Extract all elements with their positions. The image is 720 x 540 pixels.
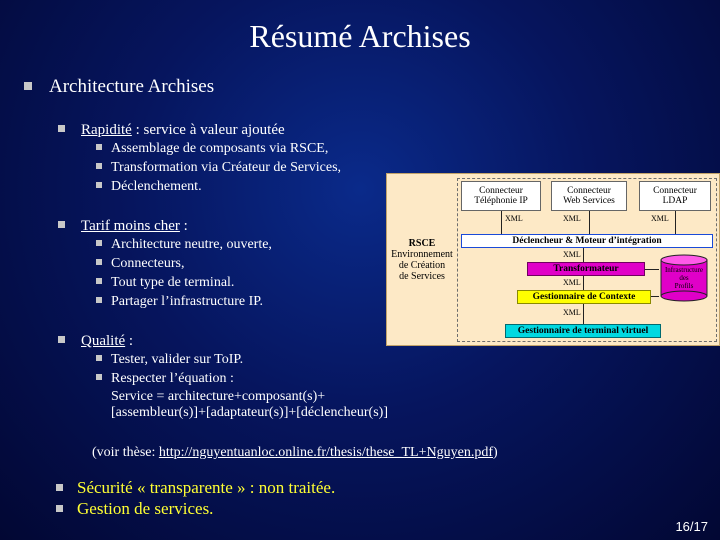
list-item-text: Déclenchement. (111, 179, 202, 194)
list-item: Tester, valider sur ToIP. (96, 352, 243, 368)
terminal-virtuel-box: Gestionnaire de terminal virtuel (505, 324, 661, 338)
bullet-icon (58, 125, 65, 132)
declencheur-box: Déclencheur & Moteur d’intégration (461, 234, 713, 248)
bullet-icon (56, 484, 63, 491)
xml-label: XML (563, 250, 581, 259)
connector-line: Téléphonie IP (474, 196, 528, 206)
connector-telephonie-ip: Connecteur Téléphonie IP (461, 181, 541, 211)
these-suffix: ) (492, 445, 498, 460)
bullet-icon (56, 505, 63, 512)
bottom-item-text: Gestion de services. (77, 499, 214, 518)
architecture-diagram: RSCE Environnement de Création de Servic… (386, 173, 720, 346)
connector-line: Connecteur (567, 186, 611, 196)
db-link (645, 269, 659, 270)
qualite-label: Qualité (81, 333, 126, 349)
list-item: Architecture neutre, ouverte, (96, 237, 272, 253)
list-item: Respecter l’équation : (96, 371, 234, 387)
tarif-heading: Tarif moins cher : (58, 218, 188, 235)
equation-line-2: [assembleur(s)]+[adaptateur(s)]+[déclenc… (111, 405, 388, 420)
equation-line-1: Service = architecture+composant(s)+ (111, 389, 326, 404)
list-item-text: Architecture neutre, ouverte, (111, 237, 272, 252)
rsce-line: de Création (398, 260, 446, 271)
connector-line: Connecteur (653, 186, 697, 196)
bullet-icon (96, 278, 102, 284)
connector-link (583, 304, 584, 324)
rapidite-rest: : service à valeur ajoutée (131, 122, 285, 138)
section-heading: Architecture Archises (24, 76, 214, 98)
rapidite-heading: Rapidité : service à valeur ajoutée (58, 122, 285, 139)
connector-link (675, 211, 676, 234)
xml-label: XML (563, 308, 581, 317)
transformateur-box: Transformateur (527, 262, 645, 276)
connector-line: Web Services (563, 196, 615, 206)
section-heading-text: Architecture Archises (49, 76, 215, 97)
list-item-text: Partager l’infrastructure IP. (111, 294, 263, 309)
tarif-rest: : (179, 218, 188, 234)
bottom-item-text: Sécurité « transparente » : non traitée. (77, 478, 336, 497)
connector-line: Connecteur (479, 186, 523, 196)
list-item-text: Respecter l’équation : (111, 371, 234, 386)
bullet-icon (96, 259, 102, 265)
rsce-line: Environnement (391, 249, 453, 260)
connector-ldap: Connecteur LDAP (639, 181, 711, 211)
list-item: Partager l’infrastructure IP. (96, 294, 263, 310)
rapidite-label: Rapidité (81, 122, 132, 138)
connector-link (583, 276, 584, 290)
bullet-icon (96, 374, 102, 380)
diagram-frame (457, 178, 717, 342)
xml-label: XML (651, 214, 669, 223)
bullet-icon (58, 221, 65, 228)
tarif-label: Tarif moins cher (81, 218, 180, 234)
database-icon: Infrastructure des Profils (659, 254, 709, 302)
bullet-icon (96, 163, 102, 169)
bullet-icon (96, 144, 102, 150)
list-item: Assemblage de composants via RSCE, (96, 141, 328, 157)
these-prefix: (voir thèse: (92, 445, 159, 460)
database-label: Profils (674, 282, 694, 290)
bullet-icon (58, 336, 65, 343)
connector-link (589, 211, 590, 234)
list-item: Tout type de terminal. (96, 275, 234, 291)
connector-link (501, 211, 502, 234)
connector-link (583, 248, 584, 262)
connector-line: LDAP (662, 196, 688, 206)
qualite-rest: : (125, 333, 134, 349)
list-item-text: Transformation via Créateur de Services, (111, 160, 342, 175)
these-link[interactable]: http://nguyentuanloc.online.fr/thesis/th… (158, 445, 493, 460)
list-item: Connecteurs, (96, 256, 184, 272)
bullet-icon (96, 355, 102, 361)
list-item: Déclenchement. (96, 179, 202, 195)
xml-label: XML (505, 214, 523, 223)
qualite-heading: Qualité : (58, 333, 133, 350)
list-item-text: Tester, valider sur ToIP. (111, 352, 244, 367)
bullet-icon (24, 82, 32, 90)
rsce-title: RSCE (408, 238, 436, 249)
connector-web-services: Connecteur Web Services (551, 181, 627, 211)
list-item: Transformation via Créateur de Services, (96, 160, 341, 176)
list-item-text: Tout type de terminal. (111, 275, 235, 290)
database-label: des (679, 274, 689, 282)
rsce-label: RSCE Environnement de Création de Servic… (389, 238, 455, 282)
these-reference: (voir thèse: http://nguyentuanloc.online… (92, 445, 498, 461)
slide-title: Résumé Archises (249, 18, 471, 54)
list-item-text: Assemblage de composants via RSCE, (111, 141, 329, 156)
bullet-icon (96, 297, 102, 303)
bottom-item: Sécurité « transparente » : non traitée. (56, 478, 335, 498)
rsce-line: de Services (399, 271, 445, 282)
database-label: Infrastructure (664, 266, 704, 274)
bullet-icon (96, 240, 102, 246)
db-link (651, 296, 659, 297)
page-number: 16/17 (675, 519, 708, 534)
bottom-item: Gestion de services. (56, 499, 213, 519)
xml-label: XML (563, 278, 581, 287)
xml-label: XML (563, 214, 581, 223)
bullet-icon (96, 182, 102, 188)
list-item-text: Connecteurs, (111, 256, 185, 271)
gestionnaire-contexte-box: Gestionnaire de Contexte (517, 290, 651, 304)
